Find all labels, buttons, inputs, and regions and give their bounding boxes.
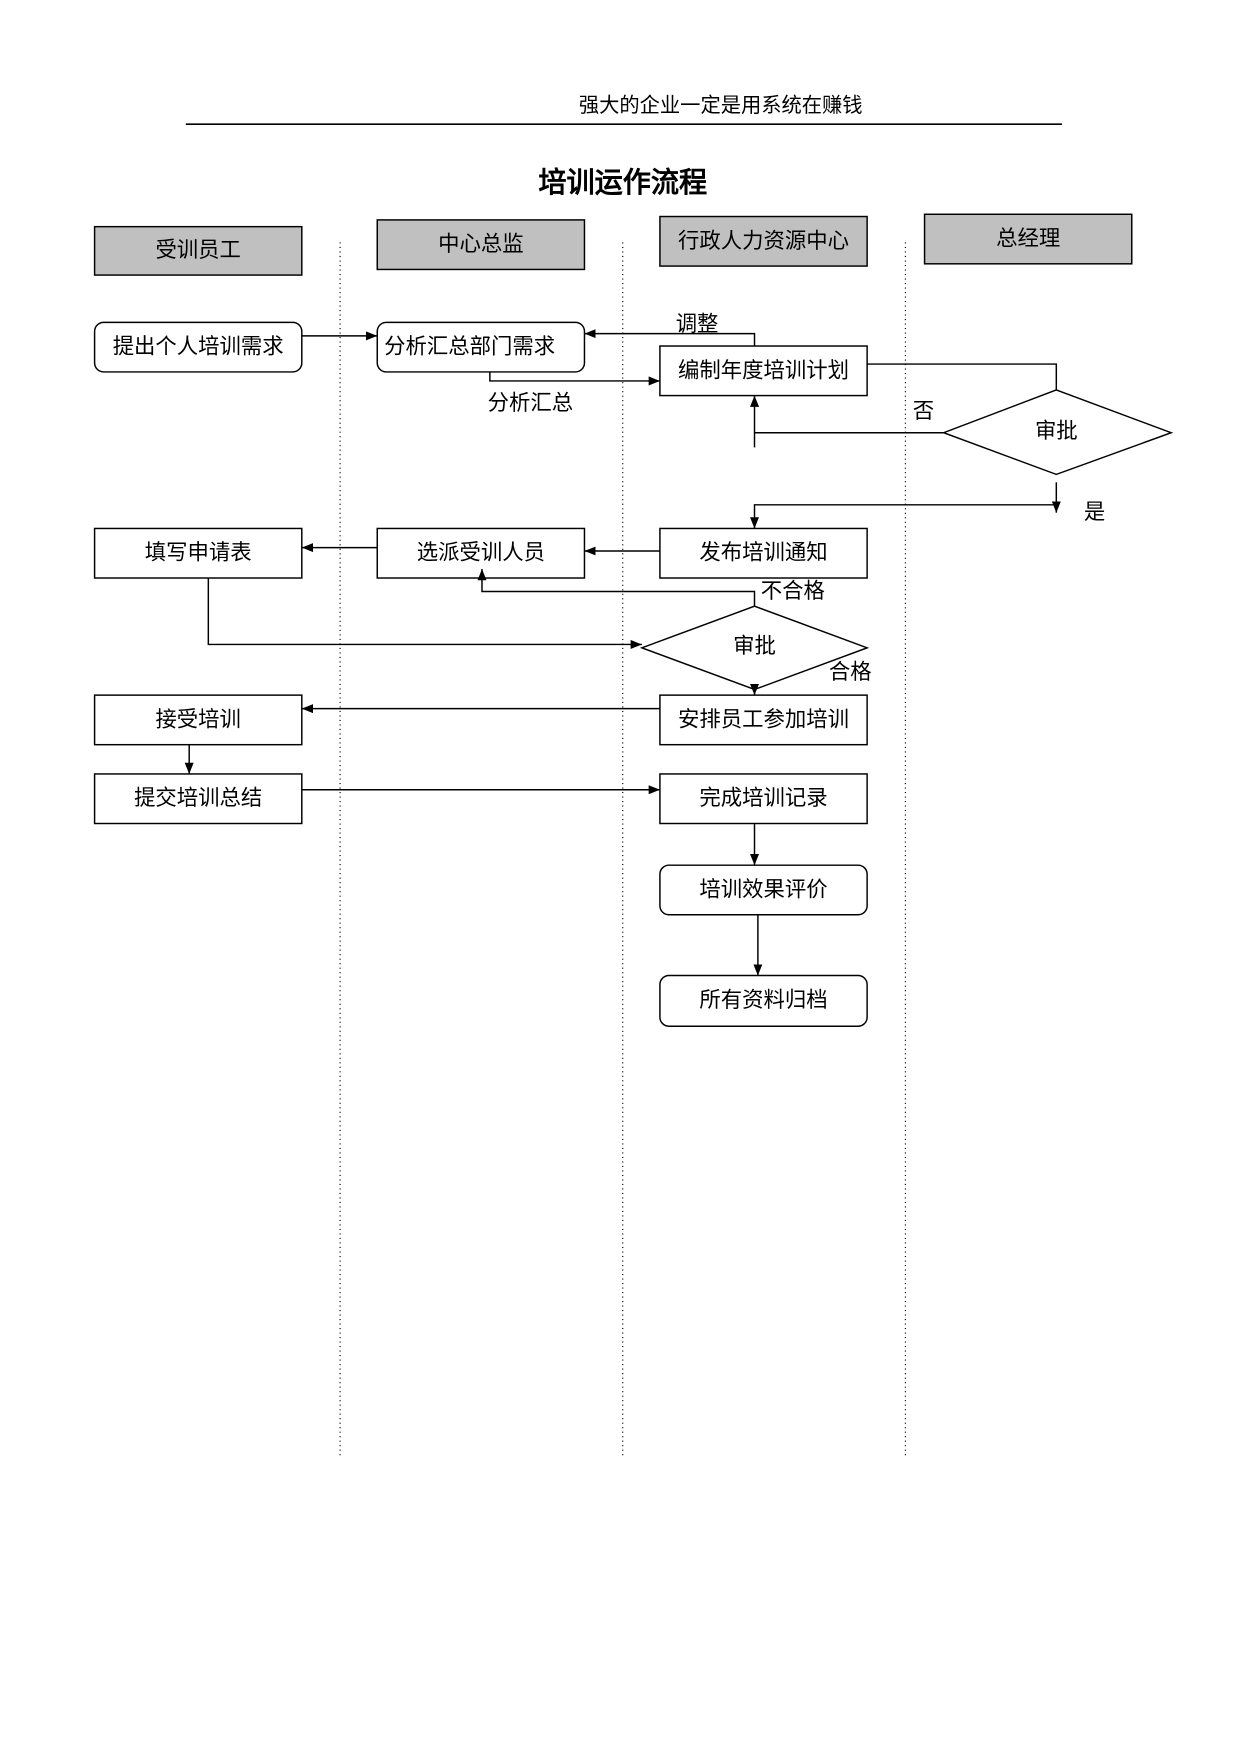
node-publish-notice-label: 发布培训通知 — [699, 541, 827, 566]
node-approve-hr-label: 审批 — [733, 634, 776, 659]
edge-label-pass: 合格 — [829, 660, 872, 685]
node-evaluate: 培训效果评价 — [659, 864, 868, 916]
node-fill-form-label: 填写申请表 — [145, 541, 252, 566]
lane-header-hr: 行政人力资源中心 — [659, 215, 868, 267]
lane-header-director: 中心总监 — [376, 219, 586, 271]
node-archive: 所有资料归档 — [659, 974, 868, 1027]
node-select-trainees-label: 选派受训人员 — [417, 541, 545, 566]
lane-label-trainee: 受训员工 — [155, 238, 241, 263]
diagram-title: 培训运作流程 — [538, 166, 707, 199]
edge-label-adjust: 调整 — [676, 312, 719, 337]
edge-label-fail: 不合格 — [761, 579, 825, 604]
node-fill-form: 填写申请表 — [93, 527, 303, 579]
node-analyze-dept: 分析汇总部门需求 — [376, 321, 586, 373]
node-submit-summary: 提交培训总结 — [93, 773, 303, 825]
node-arrange-training-label: 安排员工参加培训 — [678, 707, 849, 732]
node-approve-gm: 审批 — [941, 389, 1174, 476]
edge-gm-approve-to-notice — [750, 504, 1057, 529]
node-approve-gm-label: 审批 — [1035, 419, 1078, 444]
node-arrange-training: 安排员工参加培训 — [659, 694, 868, 746]
node-submit-summary-label: 提交培训总结 — [134, 786, 262, 811]
node-evaluate-label: 培训效果评价 — [699, 877, 827, 902]
edge-hr-fail-to-select — [477, 569, 756, 607]
node-analyze-dept-label: 分析汇总部门需求 — [384, 335, 555, 360]
edge-analyze-to-plan — [489, 371, 660, 386]
node-select-trainees: 选派受训人员 — [376, 527, 586, 579]
node-complete-record: 完成培训记录 — [659, 773, 868, 825]
node-annual-plan-label: 编制年度培训计划 — [678, 358, 849, 383]
page-header-text: 强大的企业一定是用系统在赚钱 — [579, 93, 863, 117]
lane-label-director: 中心总监 — [438, 232, 524, 257]
lane-header-trainee: 受训员工 — [93, 225, 303, 276]
edge-label-no: 否 — [913, 399, 934, 424]
lane-label-hr: 行政人力资源中心 — [678, 229, 849, 254]
node-annual-plan: 编制年度培训计划 — [659, 345, 868, 397]
node-complete-record-label: 完成培训记录 — [699, 786, 827, 811]
edge-plan-to-gm-approval — [867, 363, 1058, 390]
node-submit-need: 提出个人培训需求 — [93, 321, 303, 373]
edge-form-to-hr-approval — [207, 578, 642, 649]
lane-header-gm: 总经理 — [923, 213, 1133, 265]
edge-plan-adjust-to-analyze — [584, 329, 756, 347]
edge-label-yes: 是 — [1084, 500, 1105, 525]
node-archive-label: 所有资料归档 — [699, 988, 827, 1013]
node-publish-notice: 发布培训通知 — [659, 527, 868, 579]
node-accept-training: 接受培训 — [93, 694, 303, 746]
edge-label-analyze-summary: 分析汇总 — [488, 391, 574, 416]
lane-label-gm: 总经理 — [996, 227, 1060, 252]
node-submit-need-label: 提出个人培训需求 — [113, 335, 284, 360]
node-accept-training-label: 接受培训 — [155, 707, 241, 732]
